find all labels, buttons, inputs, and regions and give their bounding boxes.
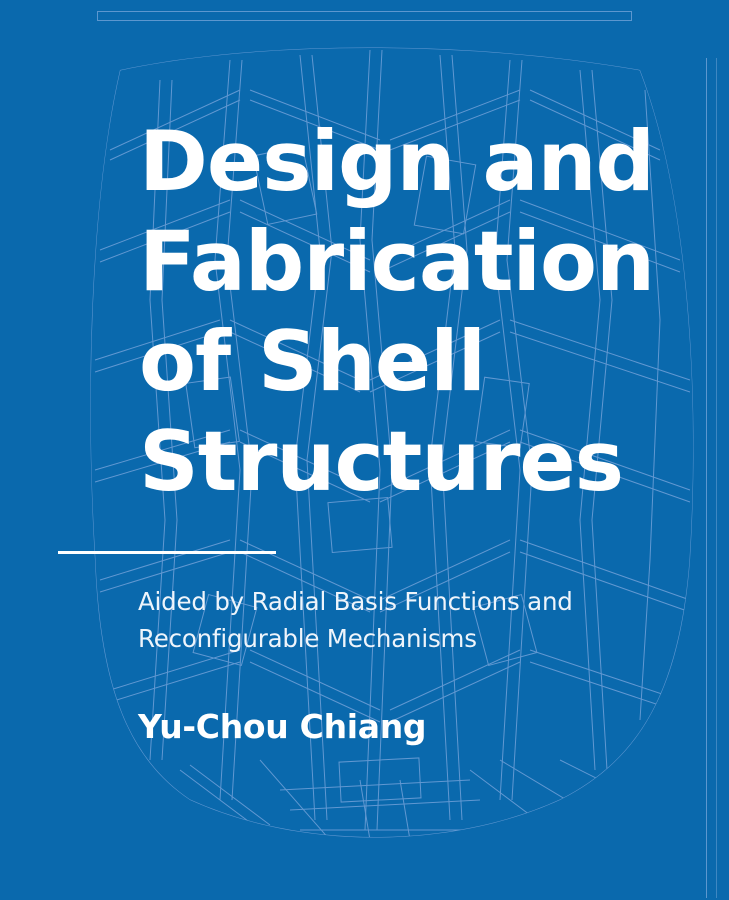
title-line-3: of Shell [139, 313, 486, 410]
side-ruler-decoration [706, 58, 717, 898]
subtitle-line-1: Aided by Radial Basis Functions and [138, 587, 573, 616]
title-divider [58, 551, 276, 554]
subtitle-line-2: Reconfigurable Mechanisms [138, 624, 477, 653]
title-line-4: Structures [139, 413, 624, 510]
title-line-2: Fabrication [139, 213, 655, 310]
top-ruler-decoration [97, 11, 632, 21]
book-subtitle: Aided by Radial Basis Functions and Reco… [138, 583, 718, 657]
author-name: Yu-Chou Chiang [138, 707, 427, 746]
title-line-1: Design and [139, 113, 655, 210]
book-title: Design and Fabrication of Shell Structur… [139, 112, 719, 512]
